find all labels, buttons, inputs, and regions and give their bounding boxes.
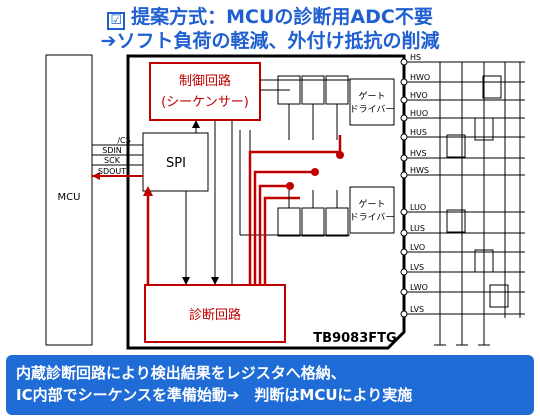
summary-line-1: 内蔵診断回路により検出結果をレジスタへ格納、 [16,364,346,382]
pin-sck: SCK [104,156,121,165]
pin-terminal [400,114,408,122]
header-title: 提案方式：MCUの診断用ADC不要 [131,6,433,28]
mcu-block [45,54,93,346]
diag-wires [146,135,342,285]
external-bridge [434,62,521,346]
transistors-lower [277,190,349,237]
checkbox-icon: ☑ [107,12,126,30]
pin-sdin: SDIN [102,146,122,155]
pin-terminal [400,154,408,162]
pin-label-lus: LUS [410,224,425,233]
chip-name: TB9083FTG [313,331,396,346]
driver-lower-1: ゲート [358,198,385,210]
internal-wires [185,79,350,285]
pin-label-hs: HS [410,53,421,62]
driver-lower-2: ドライバー [350,212,395,223]
pin-label-lvs: LVS [410,305,424,314]
pin-label-luo: LUO [410,203,426,212]
arrow-down-icon [182,277,190,285]
diag-arrow-up-icon [143,186,153,196]
pin-terminal [400,133,408,141]
pin-terminal [400,58,408,66]
transistors-upper [277,75,349,140]
pin-terminal [400,288,408,296]
pin-cs: /CS [117,136,130,145]
sdout-arrow-icon [92,172,100,180]
pin-terminal [400,229,408,237]
pin-terminal [400,310,408,318]
node-dot-1 [336,151,344,159]
gate-driver-upper [349,78,395,126]
control-label-2: (シーケンサー) [161,95,249,110]
header-line-1: ☑ 提案方式：MCUの診断用ADC不要 [0,2,540,30]
driver-upper-1: ゲート [358,90,385,102]
spi-wires [92,144,143,166]
pin-label-lwo: LWO [410,283,428,292]
pin-terminal [400,248,408,256]
gate-driver-lower [349,186,395,234]
mcu-label: MCU [58,192,81,203]
header-line-2: ➔ソフト負荷の軽減、外付け抵抗の削減 [100,30,440,52]
pin-label-hvo: HVO [410,91,428,100]
spi-label: SPI [166,156,186,171]
pin-label-huo: HUO [410,109,428,118]
pin-label-hus: HUS [410,128,427,137]
pin-label-hvs: HVS [410,149,427,158]
pin-terminal [400,208,408,216]
arrow-up-icon [192,120,200,128]
spi-block [142,132,209,192]
node-dot-3 [286,182,294,190]
pin-label-hws: HWS [410,166,429,175]
pin-terminal [400,268,408,276]
pin-label-lvo: LVO [410,243,425,252]
pin-label-lvs: LVS [410,263,424,272]
summary-line-2: IC内部でシーケンスを準備始動➔ 判断はMCUにより実施 [16,386,413,404]
pin-terminal [400,78,408,86]
right-pin-group: HS HWO HVO HUO HUS HVS HWS LUO LUS LVO LVS LWO LVS [400,53,525,318]
arrow-down-icon-2 [211,277,219,285]
driver-upper-2: ドライバー [350,104,395,115]
summary-banner: 内蔵診断回路により検出結果をレジスタへ格納、 IC内部でシーケンスを準備始動➔ … [6,355,534,415]
pin-terminal [400,171,408,179]
node-dot-2 [311,168,319,176]
control-block [149,62,261,121]
pin-terminal [400,96,408,104]
diag-label: 診断回路 [189,307,241,323]
pin-label-hwo: HWO [410,73,430,82]
block-diagram: MCU SPI 制御回路 (シーケンサー) 診断回路 ゲート ドライバー ゲート… [45,53,525,350]
pin-sdout: SDOUT [98,167,126,176]
control-label-1: 制御回路 [179,73,231,89]
